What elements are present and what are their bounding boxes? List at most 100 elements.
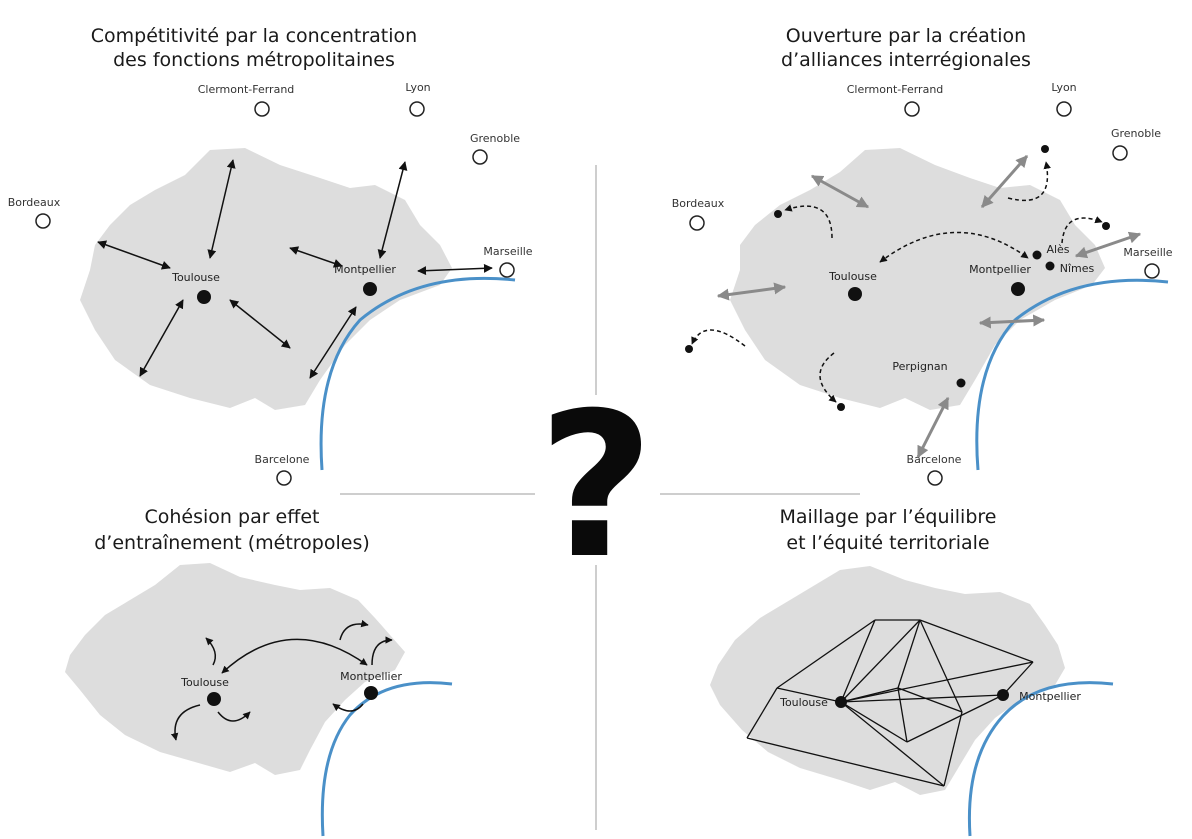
label-lyon: Lyon (405, 81, 430, 94)
arrow (980, 155, 1029, 208)
arrow (217, 711, 251, 722)
arrow (139, 299, 184, 377)
mesh-edge (840, 661, 1034, 703)
territorial-mesh (746, 619, 1034, 787)
title-competitivite-line2: des fonctions métropolitaines (113, 49, 395, 71)
mesh-edge (1002, 661, 1034, 696)
arrow (916, 396, 950, 459)
city-marker-toulouse (835, 696, 847, 708)
label-clermont: Clermont-Ferrand (847, 83, 944, 96)
arrow (339, 619, 369, 641)
mesh-edge (897, 687, 908, 743)
title-maillage-line1: Maillage par l’équilibre (780, 506, 997, 528)
mesh-edge (897, 687, 963, 713)
arrow (784, 204, 833, 239)
label-perpignan: Perpignan (892, 360, 947, 373)
label-grenoble: Grenoble (470, 132, 520, 145)
label-ales: Alès (1046, 243, 1069, 256)
city-marker-grenoble (1112, 145, 1128, 161)
label-toulouse: Toulouse (171, 271, 220, 284)
gray-exchange-arrows (716, 155, 1142, 459)
title-maillage-line2: et l’équité territoriale (786, 532, 989, 554)
mesh-edge (897, 619, 921, 689)
mesh-edge (840, 701, 908, 743)
label-montpellier: Montpellier (334, 263, 396, 276)
arrow (309, 306, 357, 379)
quadrant-dividers (340, 165, 860, 830)
partner-dot (1041, 145, 1049, 153)
arrow (417, 263, 493, 276)
label-lyon: Lyon (1051, 81, 1076, 94)
quadrant-competitivite: Compétitivité par la concentration des f… (8, 25, 533, 486)
partner-dot (774, 210, 782, 218)
mesh-edge (840, 619, 921, 703)
coastline (320, 681, 453, 837)
quadrant-cohesion: Cohésion par effet d’entraînement (métro… (65, 506, 453, 837)
label-toulouse: Toulouse (779, 696, 828, 709)
mesh-edge (840, 687, 899, 703)
city-marker-montpellier (363, 282, 377, 296)
label-barcelone: Barcelone (255, 453, 310, 466)
mesh-edge (943, 711, 963, 787)
label-bordeaux: Bordeaux (672, 197, 725, 210)
arrow (371, 636, 393, 666)
city-marker-montpellier (997, 689, 1009, 701)
city-marker-toulouse (848, 287, 862, 301)
arrow (978, 314, 1046, 329)
city-marker-montpellier (364, 686, 378, 700)
arrow (377, 161, 408, 259)
partner-dot (685, 345, 693, 353)
arrow (332, 703, 364, 712)
region-map (710, 566, 1065, 795)
city-marker-nimes (1045, 261, 1055, 271)
city-marker-barcelone (276, 470, 292, 486)
label-bordeaux: Bordeaux (8, 196, 61, 209)
title-ouverture-line2: d’alliances interrégionales (781, 49, 1031, 71)
city-marker-bordeaux (689, 215, 705, 231)
arrow (1074, 231, 1142, 259)
arrow (207, 159, 236, 259)
city-marker-clermont (254, 101, 270, 117)
arrow (170, 704, 201, 741)
label-marseille: Marseille (483, 245, 532, 258)
city-marker-barcelone (927, 470, 943, 486)
region-map (65, 563, 405, 775)
arrow (691, 329, 746, 347)
arrow (1061, 216, 1103, 244)
label-montpellier: Montpellier (340, 670, 402, 683)
city-marker-marseille (499, 262, 515, 278)
question-mark: ? (538, 370, 654, 603)
region-map (730, 148, 1105, 410)
city-marker-marseille (1144, 263, 1160, 279)
arrows-competitivite (97, 159, 493, 379)
dashed-alliance-arrows (691, 161, 1103, 403)
mesh-edge (746, 737, 945, 787)
label-toulouse: Toulouse (828, 270, 877, 283)
mesh-edge (919, 619, 1034, 663)
label-barcelone: Barcelone (907, 453, 962, 466)
city-markers (685, 101, 1160, 486)
label-montpellier: Montpellier (969, 263, 1031, 276)
arrow (205, 637, 217, 666)
mesh-edge (906, 694, 1004, 743)
city-marker-grenoble (472, 149, 488, 165)
title-cohesion-line1: Cohésion par effet (145, 506, 320, 528)
arrow (1007, 161, 1051, 202)
city-marker-ales (1032, 250, 1042, 260)
label-clermont: Clermont-Ferrand (198, 83, 295, 96)
city-marker-clermont (904, 101, 920, 117)
mesh-edge (776, 619, 876, 689)
coastline (967, 681, 1114, 837)
mesh-edge (776, 687, 842, 703)
partner-dot (837, 403, 845, 411)
partner-dot (1102, 222, 1110, 230)
label-toulouse: Toulouse (180, 676, 229, 689)
city-marker-montpellier (1011, 282, 1025, 296)
city-markers (35, 101, 515, 486)
mesh-edge (746, 687, 778, 739)
city-marker-toulouse (197, 290, 211, 304)
arrow (221, 638, 368, 674)
mesh-edge (840, 694, 1004, 703)
label-nimes: Nîmes (1060, 262, 1095, 275)
